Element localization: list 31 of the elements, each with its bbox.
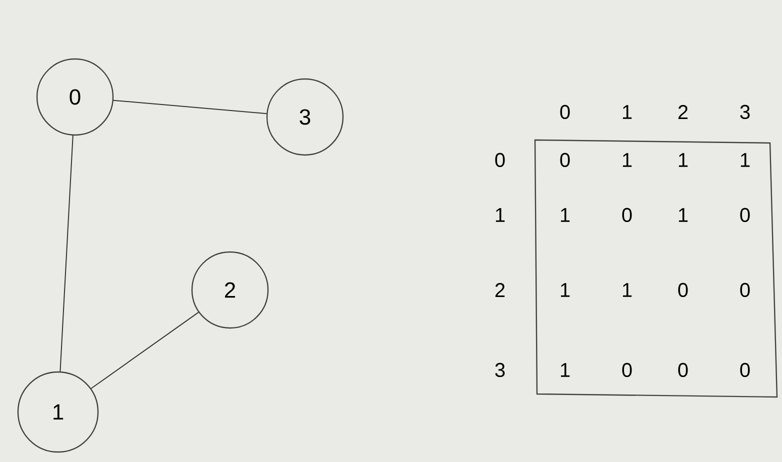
row-header: 2	[495, 283, 505, 297]
matrix-entry: 0	[740, 208, 750, 222]
matrix-entry: 1	[740, 153, 750, 167]
matrix-entry: 0	[622, 362, 632, 378]
matrix-entry: 0	[678, 362, 688, 378]
matrix-entry: 1	[678, 208, 688, 222]
graph-vertex: 2	[191, 251, 269, 329]
matrix-entry: 1	[560, 283, 570, 297]
matrix-entry: 0	[740, 282, 750, 298]
edge-line	[112, 100, 268, 114]
matrix-entry: 1	[560, 363, 570, 377]
column-header: 0	[560, 104, 570, 120]
matrix-entry: 1	[622, 283, 632, 297]
matrix-entry: 0	[678, 282, 688, 298]
matrix-entry: 0	[560, 152, 570, 168]
column-header: 1	[622, 105, 632, 119]
graph-vertex: 1	[17, 371, 99, 453]
matrix-entry: 0	[740, 362, 750, 378]
matrix-entry: 0	[622, 208, 632, 222]
column-header: 3	[740, 104, 750, 120]
row-header: 0	[495, 152, 505, 168]
matrix-entry: 1	[560, 208, 570, 222]
matrix-entry: 1	[678, 153, 688, 167]
matrix-entry: 1	[622, 153, 632, 167]
graph-vertex: 3	[266, 78, 344, 156]
edge-line	[60, 135, 74, 372]
row-header: 1	[496, 208, 505, 222]
column-header: 2	[678, 105, 688, 119]
row-header: 3	[495, 362, 505, 378]
edge-line	[90, 312, 200, 389]
graph-vertex: 0	[36, 58, 114, 136]
